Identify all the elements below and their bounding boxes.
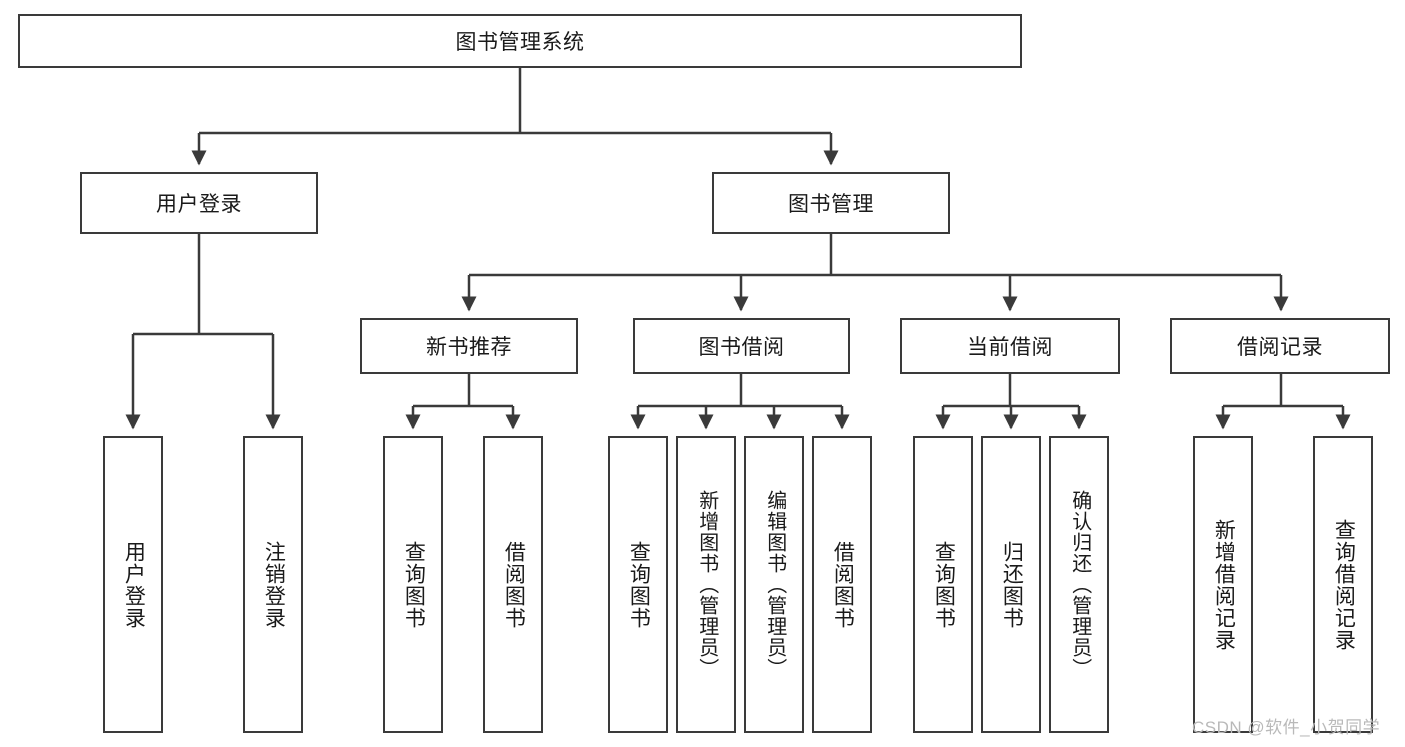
node-label: 图书管理系统	[455, 31, 585, 54]
node-label: 归还图书	[1000, 540, 1024, 629]
node-label: 借阅记录	[1237, 336, 1323, 359]
leaf-confirm-return-admin[interactable]: 确认归还（管理员）	[1049, 436, 1109, 733]
leaf-return-book[interactable]: 归还图书	[981, 436, 1041, 733]
node-label: 用户登录	[156, 193, 242, 216]
node-book-management[interactable]: 图书管理	[712, 172, 950, 234]
leaf-query-book-current[interactable]: 查询图书	[913, 436, 973, 733]
node-new-book-recommend[interactable]: 新书推荐	[360, 318, 578, 374]
node-label: 新书推荐	[426, 336, 512, 359]
node-label: 当前借阅	[967, 336, 1053, 359]
node-label: 确认归还（管理员）	[1068, 490, 1091, 679]
node-book-borrow[interactable]: 图书借阅	[633, 318, 850, 374]
node-label: 查询借阅记录	[1332, 518, 1356, 651]
node-root-system[interactable]: 图书管理系统	[18, 14, 1022, 68]
node-label: 新增借阅记录	[1212, 518, 1236, 651]
node-label: 图书借阅	[698, 336, 785, 359]
node-label: 编辑图书（管理员）	[763, 490, 786, 679]
leaf-logout[interactable]: 注销登录	[243, 436, 303, 733]
node-user-login[interactable]: 用户登录	[80, 172, 318, 234]
leaf-query-book-borrow[interactable]: 查询图书	[608, 436, 668, 733]
watermark-text: CSDN @软件_小贺同学	[1192, 718, 1381, 737]
node-label: 用户登录	[122, 540, 146, 629]
node-current-borrow[interactable]: 当前借阅	[900, 318, 1120, 374]
leaf-query-book-recommend[interactable]: 查询图书	[383, 436, 443, 733]
node-label: 借阅图书	[831, 540, 855, 629]
node-label: 注销登录	[262, 540, 286, 629]
node-label: 查询图书	[402, 540, 426, 629]
node-label: 查询图书	[627, 540, 651, 629]
leaf-edit-book-admin[interactable]: 编辑图书（管理员）	[744, 436, 804, 733]
leaf-add-borrow-record[interactable]: 新增借阅记录	[1193, 436, 1253, 733]
leaf-add-book-admin[interactable]: 新增图书（管理员）	[676, 436, 736, 733]
leaf-borrow-book-recommend[interactable]: 借阅图书	[483, 436, 543, 733]
leaf-user-login[interactable]: 用户登录	[103, 436, 163, 733]
node-label: 查询图书	[932, 540, 956, 629]
node-label: 借阅图书	[502, 540, 526, 629]
node-borrow-record[interactable]: 借阅记录	[1170, 318, 1390, 374]
node-label: 图书管理	[788, 193, 874, 216]
node-label: 新增图书（管理员）	[695, 490, 718, 679]
leaf-query-borrow-record[interactable]: 查询借阅记录	[1313, 436, 1373, 733]
leaf-borrow-book[interactable]: 借阅图书	[812, 436, 872, 733]
